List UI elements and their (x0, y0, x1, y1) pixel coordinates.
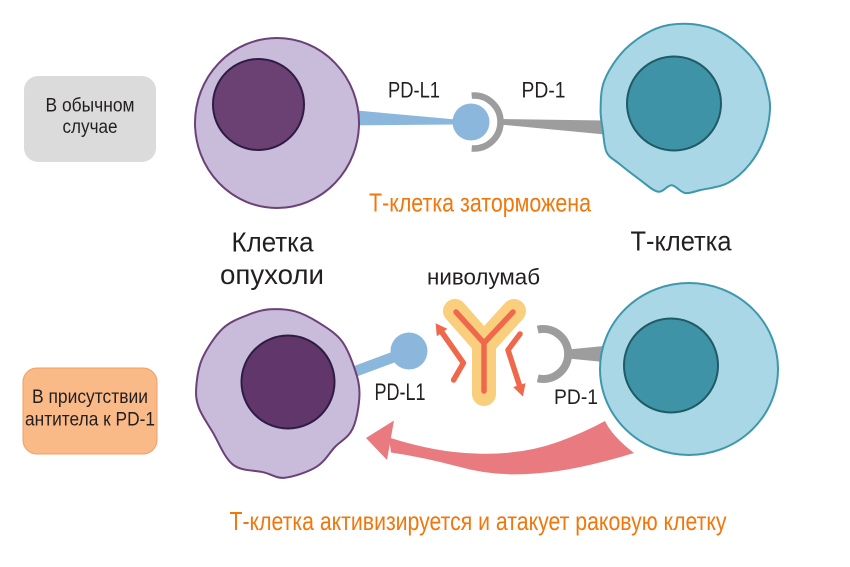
svg-text:антитела к PD-1: антитела к PD-1 (25, 410, 155, 431)
svg-text:случае: случае (63, 117, 118, 138)
svg-text:В обычном: В обычном (46, 96, 135, 117)
svg-text:PD-L1: PD-L1 (375, 379, 426, 406)
svg-text:Т-клетка активизируется и атак: Т-клетка активизируется и атакует ракову… (230, 506, 727, 536)
svg-text:PD-1: PD-1 (554, 386, 598, 409)
svg-text:опухоли: опухоли (220, 259, 324, 290)
svg-text:В присутствии: В присутствии (32, 387, 148, 408)
svg-text:Т-клетка заторможена: Т-клетка заторможена (369, 188, 591, 218)
svg-text:Т-клетка: Т-клетка (631, 226, 732, 257)
svg-text:ниволумаб: ниволумаб (427, 265, 540, 290)
svg-text:PD-1: PD-1 (522, 77, 566, 102)
svg-text:PD-L1: PD-L1 (388, 77, 440, 102)
svg-text:Клетка: Клетка (232, 227, 314, 258)
